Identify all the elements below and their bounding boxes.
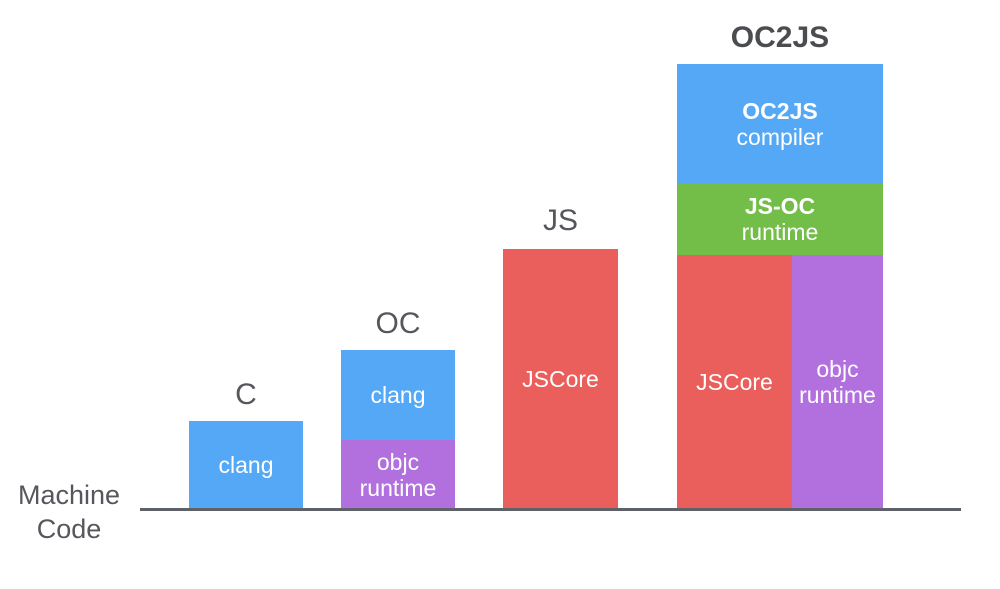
block-label: objc xyxy=(376,448,420,475)
machine-code-line1: Machine xyxy=(17,480,121,510)
block-c-clang: clang xyxy=(189,421,303,509)
block-label: objc xyxy=(816,356,859,382)
block-oc2js-jscore: JSCore xyxy=(677,255,792,509)
machine-code-label: Machine Code xyxy=(4,478,134,546)
machine-code-baseline xyxy=(140,508,961,511)
block-label: runtime xyxy=(359,474,437,501)
block-oc-objc-runtime: objc runtime xyxy=(341,440,455,509)
block-oc-clang: clang xyxy=(341,350,455,440)
block-label: clang xyxy=(370,382,426,408)
column-title-js: JS xyxy=(542,204,578,237)
column-title-oc: OC xyxy=(375,307,421,340)
block-label: compiler xyxy=(736,123,824,150)
block-js-jscore: JSCore xyxy=(503,249,618,509)
block-js-oc-runtime: JS-OC runtime xyxy=(677,183,883,255)
block-oc2js-compiler: OC2JS compiler xyxy=(677,64,883,183)
machine-code-line2: Code xyxy=(36,514,102,544)
block-label: JSCore xyxy=(522,366,599,392)
column-title-oc2js: OC2JS xyxy=(730,21,830,54)
block-label: clang xyxy=(218,452,274,478)
block-label-bold: OC2JS xyxy=(742,97,818,124)
block-label: runtime xyxy=(741,219,819,245)
block-label-bold: JS-OC xyxy=(744,193,816,219)
block-label: runtime xyxy=(799,382,876,408)
column-title-c: C xyxy=(235,378,257,411)
block-label: JSCore xyxy=(696,369,773,395)
block-oc2js-objc-runtime: objc runtime xyxy=(792,255,883,509)
